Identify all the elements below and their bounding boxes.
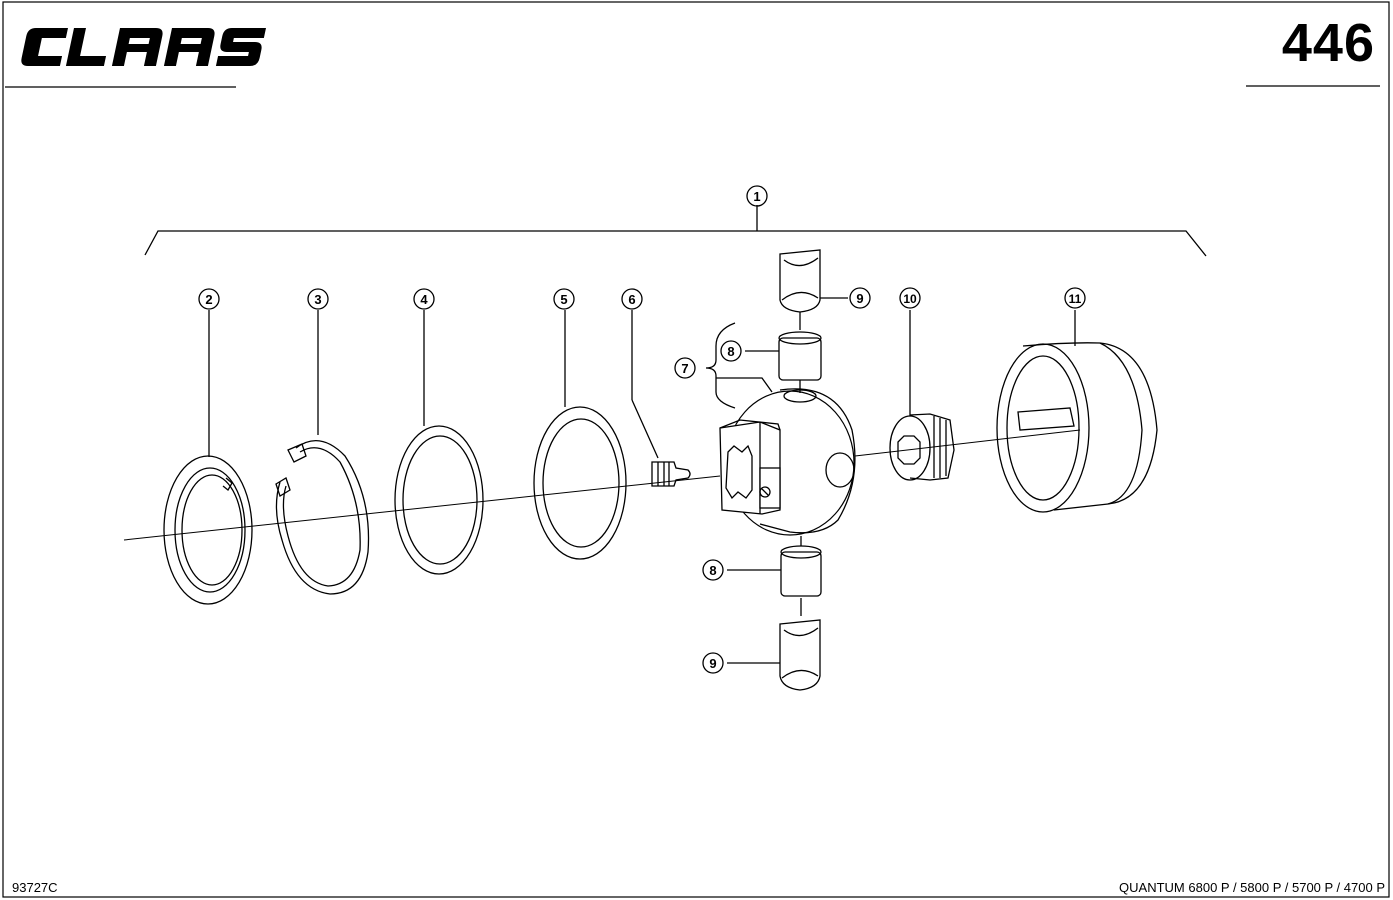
callout-5: 5 (560, 292, 567, 307)
callout-7: 7 (681, 361, 688, 376)
part-sliding-block-lower (727, 598, 821, 691)
callout-6: 6 (628, 292, 635, 307)
part-circlip (275, 310, 370, 595)
callout-9-lower: 9 (709, 656, 716, 671)
callout-2: 2 (205, 292, 212, 307)
center-axis (123, 475, 721, 541)
callout-10: 10 (903, 292, 917, 306)
callout-1: 1 (753, 189, 760, 204)
part-threaded-plug (889, 310, 955, 481)
callout-9-upper: 9 (856, 291, 863, 306)
assembly-bracket (144, 230, 1207, 257)
page-number: 446 (1281, 13, 1375, 73)
callout-3: 3 (314, 292, 321, 307)
part-sliding-block-upper (779, 249, 848, 330)
part-bearing-bush-lower (727, 536, 822, 597)
model-line: QUANTUM 6800 P / 5800 P / 5700 P / 4700 … (1119, 880, 1385, 895)
callout-markers (198, 185, 1086, 674)
part-washer (533, 310, 627, 560)
callout-8-lower: 8 (709, 563, 716, 578)
callout-8-upper: 8 (727, 344, 734, 359)
callout-11: 11 (1069, 292, 1082, 306)
part-grease-nipple (631, 310, 691, 487)
part-outer-housing (996, 310, 1158, 513)
callout-4: 4 (420, 292, 428, 307)
part-shim-ring (394, 310, 484, 575)
part-cross-joint-housing (719, 388, 856, 536)
drawing-code: 93727C (12, 880, 58, 895)
claas-logo (21, 28, 266, 66)
part-bearing-bush-upper (745, 331, 822, 393)
part-seal-ring (163, 310, 253, 605)
